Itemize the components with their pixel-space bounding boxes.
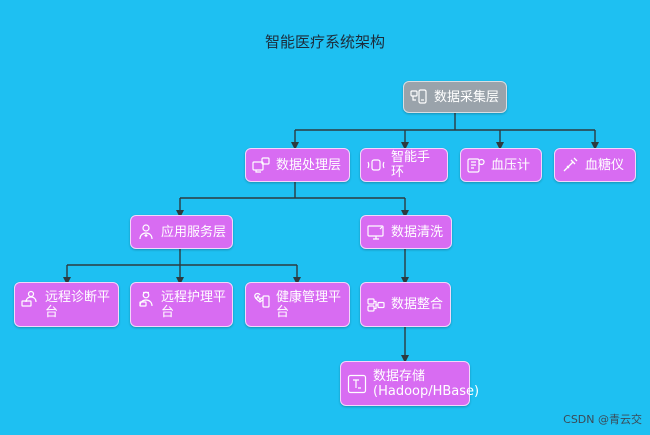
node-label: 血压计 [491, 157, 531, 173]
node-label: 远程护理平台 [161, 290, 227, 320]
watermark: CSDN @青云交 [563, 413, 642, 426]
node-label: 健康管理平台 [276, 290, 342, 320]
node-label: 数据清洗 [391, 224, 444, 240]
node-data-integration[interactable]: 数据整合 [360, 282, 451, 327]
node-remote-care-platform[interactable]: 远程护理平台 [130, 282, 233, 327]
node-glucose-meter[interactable]: 血糖仪 [554, 148, 636, 182]
storage-icon [347, 374, 367, 394]
node-blood-pressure-meter[interactable]: 血压计 [460, 148, 542, 182]
nurse-icon [137, 290, 155, 308]
node-label: 远程诊断平台 [45, 290, 111, 320]
node-data-collection-layer[interactable]: 数据采集层 [403, 81, 507, 113]
doctor-icon [137, 223, 155, 241]
devices-icon [410, 88, 428, 106]
node-label: 数据存储 (Hadoop/HBase) [373, 368, 480, 399]
processing-icon [252, 156, 270, 174]
wristband-icon [367, 156, 385, 174]
node-data-cleaning[interactable]: 数据清洗 [360, 215, 452, 249]
syringe-icon [561, 156, 579, 174]
monitor-icon [367, 223, 385, 241]
node-data-storage[interactable]: 数据存储 (Hadoop/HBase) [340, 361, 479, 406]
node-label: 智能手环 [391, 150, 431, 180]
node-smart-band[interactable]: 智能手环 [360, 148, 448, 182]
node-label: 数据采集层 [434, 89, 500, 105]
blood-pressure-icon [467, 156, 485, 174]
doctor-laptop-icon [21, 290, 39, 308]
node-label: 应用服务层 [161, 224, 227, 240]
node-label: 血糖仪 [585, 157, 625, 173]
diagram-title: 智能医疗系统架构 [264, 33, 385, 51]
node-data-processing-layer[interactable]: 数据处理层 [245, 148, 350, 182]
node-application-service-layer[interactable]: 应用服务层 [130, 215, 233, 249]
node-label: 数据处理层 [276, 157, 342, 173]
heart-phone-icon [252, 290, 270, 308]
node-health-management-platform[interactable]: 健康管理平台 [245, 282, 350, 327]
node-label: 数据整合 [391, 297, 444, 312]
node-remote-diagnosis-platform[interactable]: 远程诊断平台 [14, 282, 119, 327]
cubes-icon [367, 296, 385, 314]
